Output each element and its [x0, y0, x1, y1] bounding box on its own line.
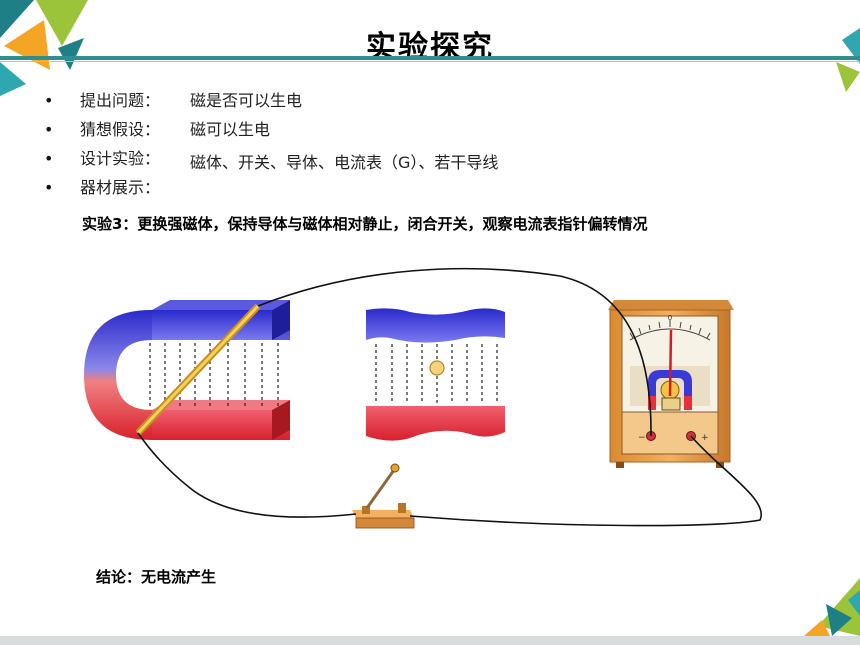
switch-base: [355, 517, 415, 529]
south-pole-top-face: [152, 400, 290, 410]
bullet-dot: •: [44, 178, 54, 197]
side-view-magnet: [366, 308, 505, 441]
side-field-lines: [375, 344, 498, 404]
meter-scale-ticks: [629, 320, 711, 339]
meter-inner-magnet-red-right: [684, 396, 692, 410]
conclusion-text: 结论：无电流产生: [96, 568, 217, 586]
circuit-wires: [137, 267, 763, 527]
knife-switch: [352, 463, 415, 529]
bullet-dot: •: [44, 91, 54, 110]
wire-meter-to-switch: [409, 435, 763, 527]
bullet-label: 提出问题：: [80, 91, 161, 110]
wire-conductor-to-meter: [257, 267, 652, 437]
title-divider-thin: [0, 61, 860, 62]
meter-zero-label: 0: [668, 314, 672, 322]
top-right-triangles: [836, 28, 860, 92]
switch-handle: [390, 463, 400, 473]
meter-plus-label: +: [701, 433, 709, 443]
bottom-bar: [0, 636, 860, 645]
meter-inner-magnet-red-left: [648, 396, 656, 410]
south-pole-side: [272, 400, 290, 440]
meter-foot-left: [616, 462, 624, 468]
switch-clip-right: [398, 503, 406, 513]
meter-pointer: [668, 329, 673, 397]
meter-coil-frame: [661, 397, 681, 411]
wire-switch-to-conductor: [137, 432, 357, 518]
switch-blade: [365, 469, 396, 509]
side-south-pole: [366, 406, 505, 441]
conductor-cross-section: [429, 360, 445, 376]
switch-clip-left: [362, 506, 370, 514]
u-magnet: [84, 300, 290, 440]
bullet-value: 磁体、开关、导体、电流表（G）、若干导线: [190, 153, 499, 172]
conductor-rod-highlight: [136, 304, 260, 435]
meter-scale-arc: [629, 328, 711, 341]
bullet-label: 猜想假设：: [80, 120, 161, 139]
bullet-value: 磁是否可以生电: [190, 91, 303, 110]
south-pole-arm: [152, 410, 272, 440]
bullet-dot: •: [44, 149, 54, 168]
side-north-pole: [366, 308, 505, 343]
bottom-right-triangles: [804, 578, 860, 636]
bullet-label: 器材展示：: [80, 178, 161, 197]
bullet-dot: •: [44, 120, 54, 139]
bullet-value: 磁可以生电: [190, 120, 271, 139]
north-pole-side: [272, 300, 290, 340]
title-divider: [0, 56, 860, 60]
experiment-caption: 实验3：更换强磁体，保持导体与磁体相对静止，闭合开关，观察电流表指针偏转情况: [82, 215, 648, 233]
meter-minus-label: −: [638, 433, 646, 443]
meter-top: [608, 300, 734, 310]
galvanometer: 0 − +: [608, 300, 734, 468]
bullet-label: 设计实验：: [80, 149, 161, 168]
